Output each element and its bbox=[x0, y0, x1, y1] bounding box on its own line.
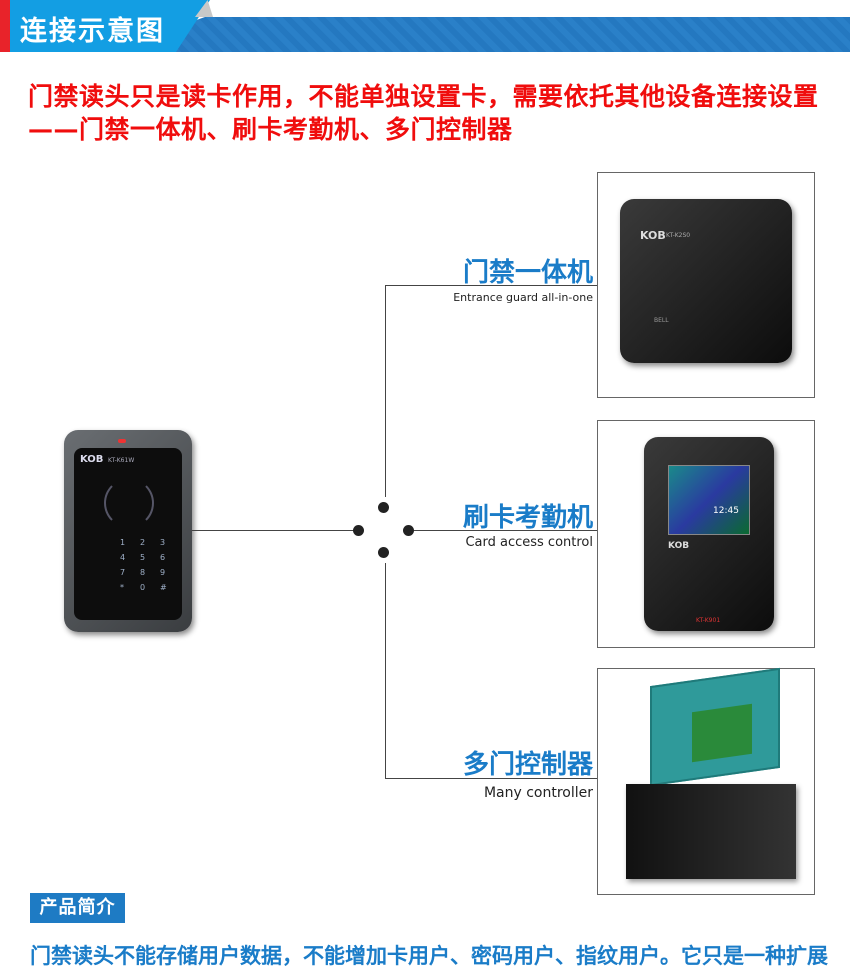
connector-line bbox=[414, 530, 597, 531]
color-display: 12:45 bbox=[668, 465, 750, 535]
branch-subtitle-allinone: Entrance guard all-in-one bbox=[453, 291, 593, 304]
model-label: KT-K901 bbox=[696, 617, 721, 624]
connector-dot bbox=[378, 502, 389, 513]
key: 1 bbox=[120, 538, 126, 547]
key: 9 bbox=[160, 568, 166, 577]
connector-line bbox=[385, 285, 597, 286]
branch-title-allinone: 门禁一体机 bbox=[462, 258, 593, 288]
product-image-attendance: 12:45 KOB KT-K901 bbox=[597, 420, 815, 648]
keypad: 1 2 3 4 5 6 7 8 9 * 0 # bbox=[120, 538, 178, 606]
controller-board bbox=[650, 667, 780, 787]
section-title: 连接示意图 bbox=[20, 16, 165, 47]
circuit-board bbox=[692, 703, 752, 763]
led-indicator bbox=[118, 439, 126, 443]
key: 6 bbox=[160, 553, 166, 562]
product-image-controller bbox=[597, 667, 815, 895]
key: 2 bbox=[140, 538, 146, 547]
key: * bbox=[120, 583, 124, 592]
brand-logo: KOB bbox=[80, 454, 104, 465]
branch-title-attendance: 刷卡考勤机 bbox=[462, 503, 593, 533]
header-accent bbox=[0, 0, 10, 52]
controller-cabinet bbox=[626, 784, 796, 879]
rfid-icon bbox=[104, 478, 154, 528]
branch-subtitle-controller: Many controller bbox=[483, 785, 593, 801]
connector-line bbox=[385, 778, 597, 779]
key: 7 bbox=[120, 568, 126, 577]
key: 0 bbox=[140, 583, 146, 592]
connector-line bbox=[385, 285, 386, 497]
key: 3 bbox=[160, 538, 166, 547]
connector-line bbox=[192, 530, 355, 531]
intro-text: 门禁读头不能存储用户数据，不能增加卡用户、密码用户、指纹用户。它只是一种扩展 bbox=[30, 944, 828, 968]
reader-model-label: KT-K61W bbox=[108, 457, 135, 464]
attendance-device: 12:45 KOB KT-K901 bbox=[644, 437, 774, 631]
card-reader-device: KOB KT-K61W 1 2 3 4 5 6 7 8 9 * 0 # bbox=[64, 430, 192, 632]
product-intro-label: 产品简介 bbox=[30, 893, 125, 923]
connector-dot bbox=[378, 547, 389, 558]
connector-dot bbox=[353, 525, 364, 536]
notice-line-1: 门禁读头只是读卡作用，不能单独设置卡，需要依托其他设备连接设置 bbox=[28, 82, 819, 111]
branch-title-controller: 多门控制器 bbox=[462, 750, 593, 780]
key: 8 bbox=[140, 568, 146, 577]
header-tab bbox=[10, 0, 210, 52]
key: # bbox=[160, 583, 167, 592]
clock-readout: 12:45 bbox=[713, 506, 739, 516]
connector-dot bbox=[403, 525, 414, 536]
brand-logo: KOB bbox=[640, 229, 666, 242]
branch-subtitle-attendance: Card access control bbox=[465, 535, 593, 550]
reader-panel: KOB KT-K61W 1 2 3 4 5 6 7 8 9 * 0 # bbox=[74, 448, 182, 620]
notice-line-2: ——门禁一体机、刷卡考勤机、多门控制器 bbox=[28, 115, 513, 144]
brand-logo: KOB bbox=[668, 541, 690, 551]
product-image-allinone: KOB KT-K2S0 BELL bbox=[597, 172, 815, 398]
allinone-device: KOB KT-K2S0 BELL bbox=[620, 199, 792, 363]
bell-label: BELL bbox=[654, 317, 669, 324]
model-label: KT-K2S0 bbox=[666, 232, 691, 239]
header-band bbox=[105, 17, 850, 52]
key: 5 bbox=[140, 553, 146, 562]
key: 4 bbox=[120, 553, 126, 562]
connector-line bbox=[385, 563, 386, 778]
